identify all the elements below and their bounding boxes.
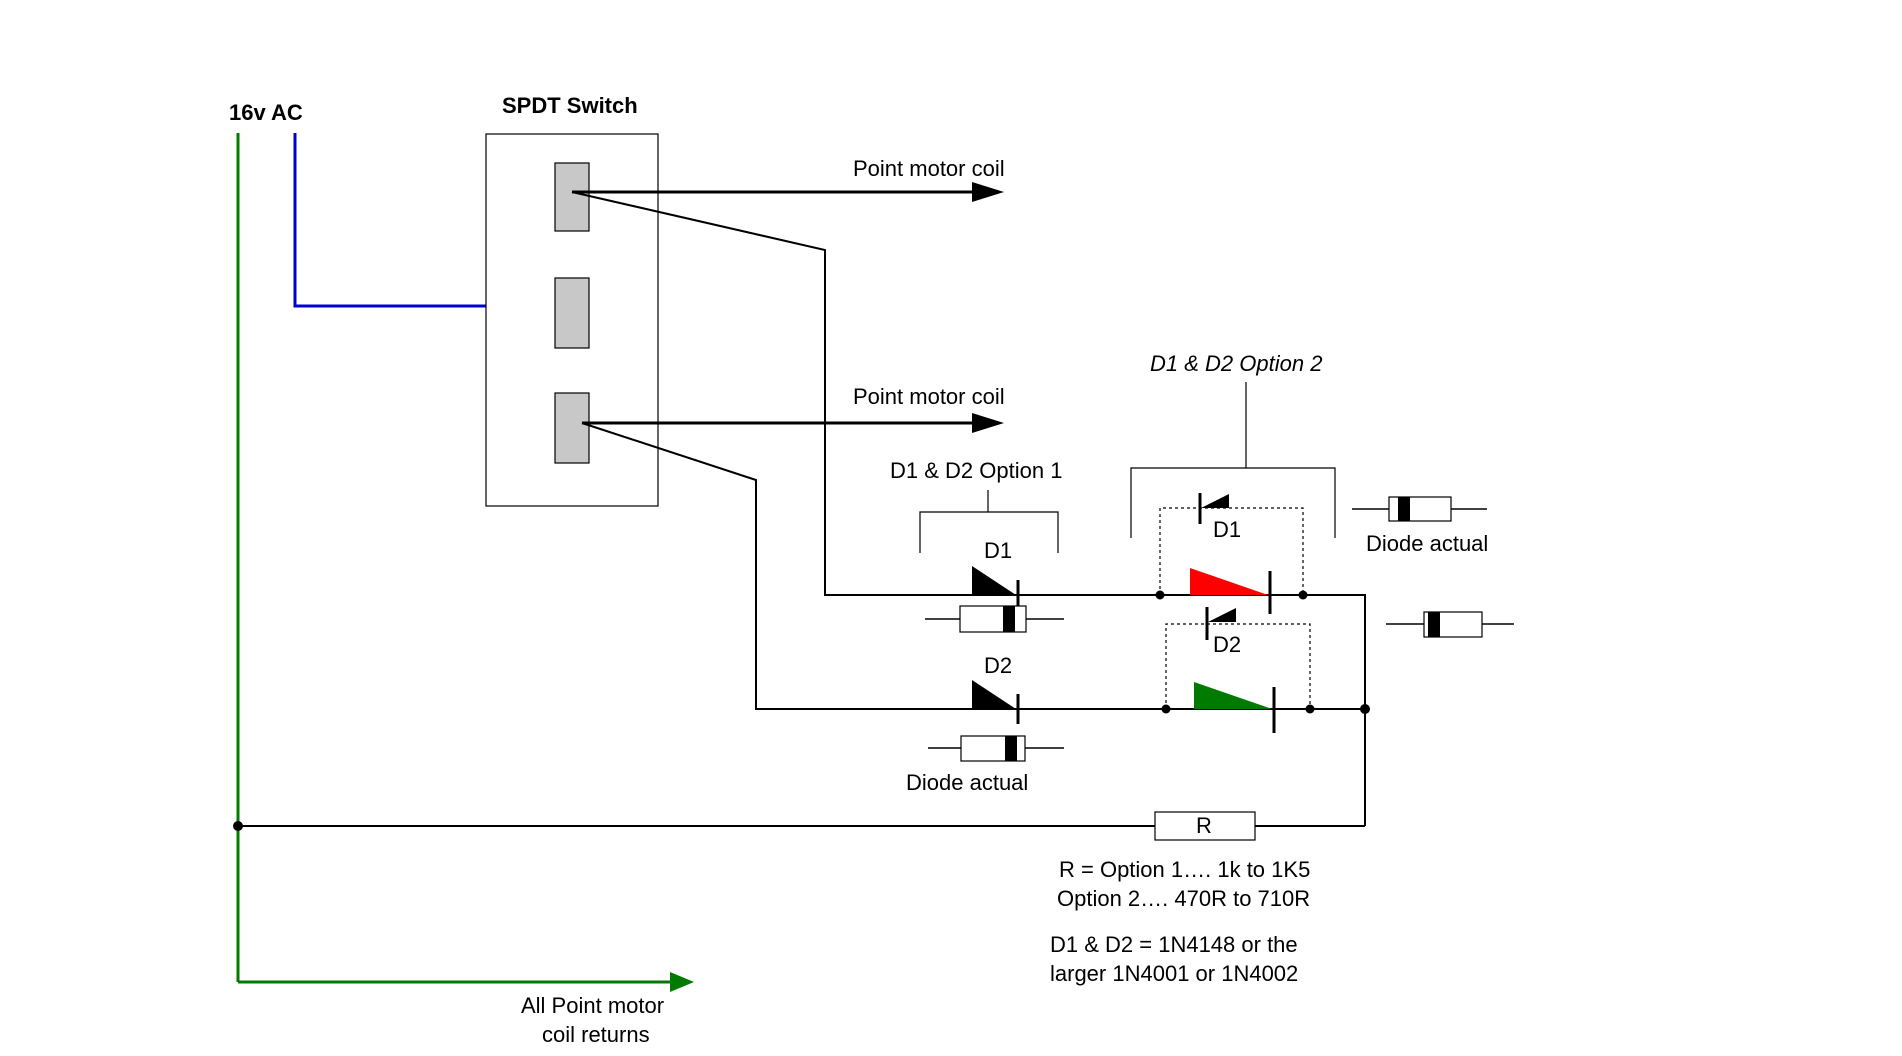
resistor-body [1154, 811, 1256, 841]
diode-actual-label-bottom: Diode actual [906, 770, 1028, 795]
green-diode-symbol [1194, 682, 1276, 733]
diode-actual-top [1352, 496, 1487, 522]
option2-bracket [1130, 467, 1336, 538]
d1-diode-symbol [972, 566, 1020, 610]
switch-terminal-bottom [554, 392, 590, 464]
option2-d2-label: D2 [1213, 632, 1241, 657]
d2-label: D2 [984, 653, 1012, 678]
switch-terminal-top [554, 162, 590, 232]
d2-diode-actual [928, 735, 1064, 762]
option2-d1-label: D1 [1213, 517, 1241, 542]
returns-label-line2: coil returns [542, 1022, 650, 1047]
d2-feed-wire [581, 422, 1365, 710]
option1-bracket [919, 511, 1059, 553]
returns-label-line1: All Point motor [521, 993, 664, 1018]
diode-actual-right [1386, 611, 1514, 638]
option2-d2-dotted-box [1165, 623, 1311, 709]
resistor-label: R [1196, 813, 1212, 838]
ac-blue-wire [293, 133, 576, 308]
switch-terminal-common [554, 277, 590, 349]
d-note-line2: larger 1N4001 or 1N4002 [1050, 961, 1298, 986]
junction-dot [1298, 590, 1308, 600]
supply-label: 16v AC [229, 100, 303, 125]
d-note-line1: D1 & D2 = 1N4148 or the [1050, 932, 1298, 957]
coil-top-arrowhead [972, 182, 1004, 202]
switch-title: SPDT Switch [502, 93, 638, 118]
junction-dot [1161, 704, 1171, 714]
coil-bottom-arrowhead [972, 413, 1004, 433]
junction-dot [1360, 704, 1370, 714]
d1-feed-wire [571, 191, 1366, 826]
option2-d1-small-symbol [1198, 493, 1229, 524]
r-note-line1: R = Option 1…. 1k to 1K5 [1059, 857, 1310, 882]
d1-label: D1 [984, 538, 1012, 563]
junction-dot [1155, 590, 1165, 600]
coil-top-label: Point motor coil [853, 156, 1005, 181]
diode-actual-label-top: Diode actual [1366, 531, 1488, 556]
junction-dot [233, 821, 243, 831]
r-note-line2: Option 2…. 470R to 710R [1057, 886, 1310, 911]
coil-bottom-label: Point motor coil [853, 384, 1005, 409]
d1-diode-actual [925, 605, 1064, 633]
option2-d2-small-symbol [1205, 607, 1236, 640]
returns-arrowhead [670, 972, 694, 992]
option2-d1-dotted-box [1159, 507, 1304, 595]
d2-diode-symbol [972, 680, 1020, 724]
red-diode-symbol [1190, 568, 1272, 614]
junction-dot [1305, 704, 1315, 714]
option1-label: D1 & D2 Option 1 [890, 458, 1062, 483]
option2-label: D1 & D2 Option 2 [1150, 351, 1322, 376]
